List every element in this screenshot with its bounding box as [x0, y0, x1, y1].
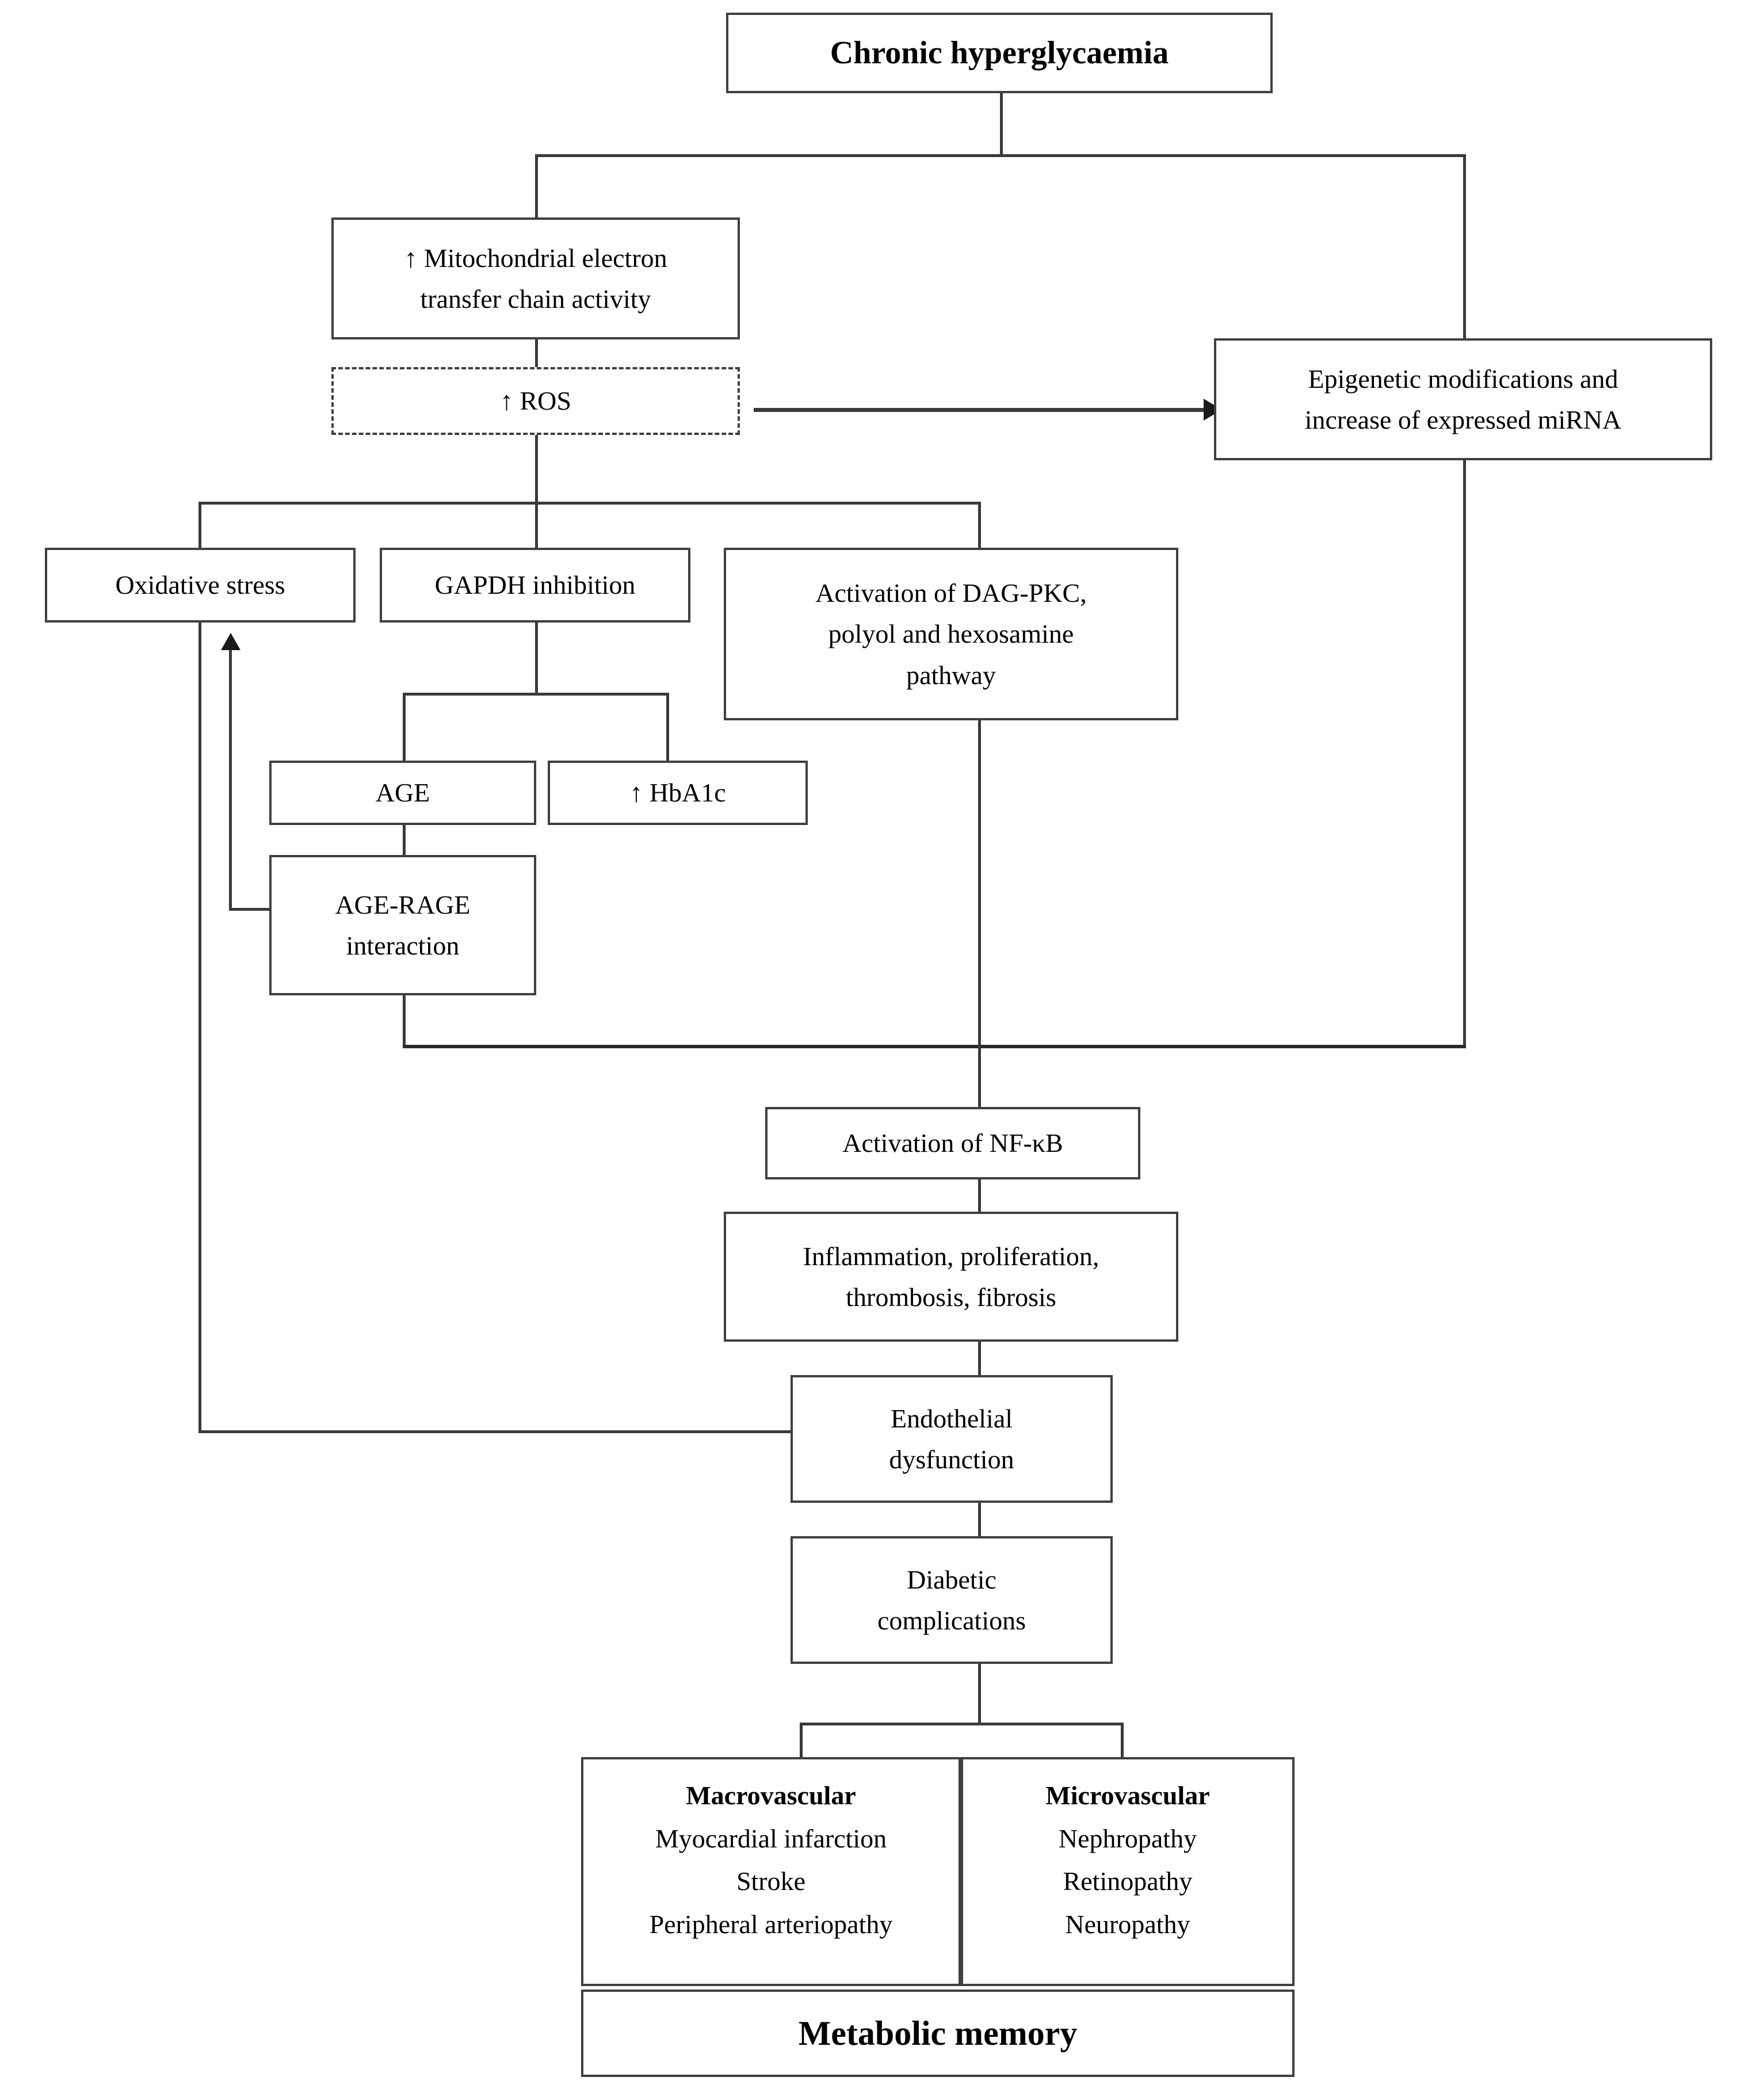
connector-agerage-down: [403, 994, 406, 1047]
connector-to-hba1c: [666, 693, 669, 762]
connector-to-gapdh: [535, 502, 538, 549]
node-label: ↑ ROS: [500, 386, 571, 416]
connector-ros-down: [535, 434, 538, 503]
node-label: Chronic hyperglycaemia: [830, 35, 1169, 71]
connector-mito-to-ros: [535, 338, 538, 385]
macrovascular-item-0: Myocardial infarction: [655, 1823, 887, 1853]
connector-oxidative-trunk-down: [198, 621, 201, 1433]
node-label: Activation of NF-κB: [842, 1128, 1063, 1158]
node-label: ↑ HbA1c: [629, 778, 726, 808]
connector-hyperglycaemia-down: [1000, 92, 1003, 156]
connector-nfkb-to-inflammation: [978, 1178, 981, 1213]
node-label-line2: transfer chain activity: [420, 284, 651, 314]
connector-inflammation-to-endothelial: [978, 1341, 981, 1376]
node-metabolic-memory[interactable]: Metabolic memory: [581, 1990, 1295, 2077]
connector-agerage-up: [229, 649, 232, 910]
node-label-line1: ↑ Mitochondrial electron: [404, 243, 667, 273]
connector-vascular-split-bar: [800, 1723, 1123, 1725]
node-diabetic-complications[interactable]: Diabetic complications: [791, 1536, 1113, 1664]
connector-age-to-agerage: [403, 824, 406, 856]
microvascular-header: Microvascular: [1045, 1781, 1210, 1810]
node-label-line2: increase of expressed miRNA: [1304, 405, 1622, 434]
node-endothelial-dysfunction[interactable]: Endothelial dysfunction: [791, 1375, 1113, 1503]
node-label: Metabolic memory: [798, 2014, 1078, 2052]
macrovascular-item-1: Stroke: [736, 1866, 806, 1896]
node-label-line2: polyol and hexosamine: [828, 619, 1074, 649]
node-label-line2: dysfunction: [889, 1445, 1014, 1474]
node-label-line2: thrombosis, fibrosis: [846, 1282, 1056, 1312]
node-label-line1: Endothelial: [890, 1403, 1013, 1433]
node-label-line1: Epigenetic modifications and: [1308, 364, 1618, 394]
node-ros[interactable]: ↑ ROS: [331, 367, 740, 435]
node-inflammation[interactable]: Inflammation, proliferation, thrombosis,…: [724, 1212, 1178, 1342]
node-label: GAPDH inhibition: [434, 570, 636, 600]
node-label-line1: Inflammation, proliferation,: [803, 1241, 1099, 1271]
node-label-line1: AGE-RAGE: [335, 889, 471, 919]
node-age[interactable]: AGE: [269, 761, 536, 825]
connector-merge-to-nfkb: [978, 1045, 981, 1108]
node-oxidative-stress[interactable]: Oxidative stress: [45, 548, 356, 623]
connector-to-macrovascular: [800, 1723, 803, 1758]
microvascular-item-2: Neuropathy: [1065, 1909, 1190, 1939]
connector-left-trunk-to-endothelial: [198, 1430, 792, 1433]
node-macrovascular[interactable]: Macrovascular Myocardial infarction Stro…: [581, 1757, 961, 1986]
connector-to-dag-pkc: [978, 502, 981, 549]
connector-complications-down: [978, 1663, 981, 1725]
connector-dagpkc-down: [978, 719, 981, 1047]
connector-endothelial-to-complications: [978, 1502, 981, 1537]
node-mitochondrial-etc[interactable]: ↑ Mitochondrial electron transfer chain …: [331, 217, 740, 339]
connector-age-hba1c-split-bar: [403, 693, 669, 696]
node-dag-pkc-pathway[interactable]: Activation of DAG-PKC, polyol and hexosa…: [724, 548, 1178, 720]
node-label-line2: complications: [877, 1606, 1026, 1635]
connector-to-mitochondrial: [535, 154, 538, 217]
connector-ros-split-bar: [198, 502, 981, 505]
connector-right-trunk-upper: [1463, 154, 1466, 339]
connector-gapdh-down: [535, 621, 538, 695]
node-hba1c[interactable]: ↑ HbA1c: [548, 761, 808, 825]
connector-to-age: [403, 693, 406, 762]
connector-right-trunk-lower: [1463, 460, 1466, 1047]
macrovascular-item-2: Peripheral arteriopathy: [649, 1909, 893, 1939]
node-label-line1: Diabetic: [907, 1564, 996, 1594]
connector-ros-to-epigenetic: [754, 408, 1208, 412]
node-nfkb-activation[interactable]: Activation of NF-κB: [765, 1107, 1140, 1179]
node-label-line3: pathway: [906, 660, 996, 690]
macrovascular-header: Macrovascular: [686, 1781, 856, 1810]
node-label-line2: interaction: [346, 931, 460, 960]
node-epigenetic-modifications[interactable]: Epigenetic modifications and increase of…: [1214, 338, 1712, 460]
connector-to-microvascular: [1121, 1723, 1124, 1758]
node-label: Oxidative stress: [115, 570, 285, 600]
connector-top-split-bar: [535, 154, 1466, 157]
node-label: AGE: [375, 778, 430, 808]
node-gapdh-inhibition[interactable]: GAPDH inhibition: [380, 548, 690, 623]
node-microvascular[interactable]: Microvascular Nephropathy Retinopathy Ne…: [961, 1757, 1295, 1986]
node-age-rage-interaction[interactable]: AGE-RAGE interaction: [269, 855, 536, 995]
node-chronic-hyperglycaemia[interactable]: Chronic hyperglycaemia: [726, 13, 1273, 93]
arrowhead-to-oxidative-stress: [221, 633, 240, 650]
microvascular-item-1: Retinopathy: [1063, 1866, 1193, 1896]
connector-to-oxidative-stress: [198, 502, 201, 549]
connector-merge-bar: [403, 1045, 1466, 1048]
node-label-line1: Activation of DAG-PKC,: [815, 578, 1087, 608]
microvascular-item-0: Nephropathy: [1058, 1823, 1197, 1853]
vascular-complication-group: Macrovascular Myocardial infarction Stro…: [581, 1757, 1295, 1986]
